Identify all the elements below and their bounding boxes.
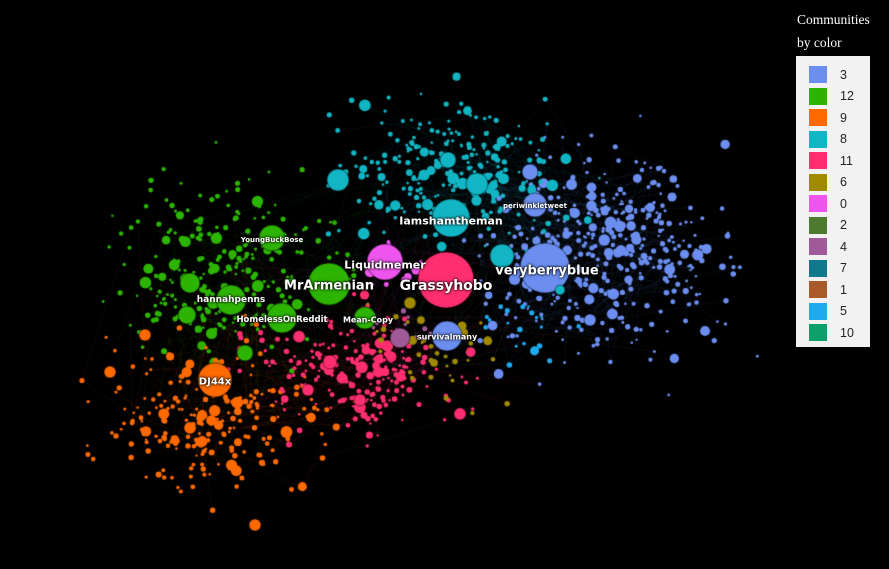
legend-item-1: 1	[809, 279, 870, 301]
legend-item-11: 11	[809, 150, 870, 172]
legend-swatch	[809, 238, 827, 256]
legend-item-6: 6	[809, 172, 870, 194]
legend-label: 8	[840, 132, 847, 147]
legend-label: 3	[840, 67, 847, 82]
legend-item-10: 10	[809, 322, 870, 344]
legend-swatch	[809, 87, 827, 105]
legend-label: 9	[840, 110, 847, 125]
legend-label: 1	[840, 282, 847, 297]
legend-label: 4	[840, 239, 847, 254]
legend-swatch	[809, 152, 827, 170]
legend-label: 0	[840, 196, 847, 211]
legend-item-7: 7	[809, 258, 870, 280]
legend-label: 7	[840, 261, 847, 276]
legend-swatch	[809, 109, 827, 127]
legend-item-4: 4	[809, 236, 870, 258]
legend-swatch	[809, 66, 827, 84]
legend-swatch	[809, 281, 827, 299]
legend-title-line2: by color	[797, 35, 842, 50]
legend-swatch	[809, 173, 827, 191]
legend-item-2: 2	[809, 215, 870, 237]
legend-swatch	[809, 324, 827, 342]
legend-label: 12	[840, 89, 854, 104]
legend-item-0: 0	[809, 193, 870, 215]
legend-label: 10	[840, 325, 854, 340]
legend-swatch	[809, 302, 827, 320]
legend-label: 5	[840, 304, 847, 319]
legend-item-8: 8	[809, 129, 870, 151]
legend-item-3: 3	[809, 64, 870, 86]
legend-swatch	[809, 216, 827, 234]
legend-title: Communities by color	[797, 8, 887, 54]
community-legend: 3 12 9 8 11 6 0 2 4 7 1 5 10	[796, 56, 870, 347]
legend-swatch	[809, 130, 827, 148]
legend-item-12: 12	[809, 86, 870, 108]
legend-swatch	[809, 259, 827, 277]
legend-label: 6	[840, 175, 847, 190]
legend-label: 2	[840, 218, 847, 233]
legend-swatch	[809, 195, 827, 213]
legend-item-9: 9	[809, 107, 870, 129]
legend-title-line1: Communities	[797, 12, 870, 27]
legend-label: 11	[840, 153, 853, 168]
legend-item-5: 5	[809, 301, 870, 323]
